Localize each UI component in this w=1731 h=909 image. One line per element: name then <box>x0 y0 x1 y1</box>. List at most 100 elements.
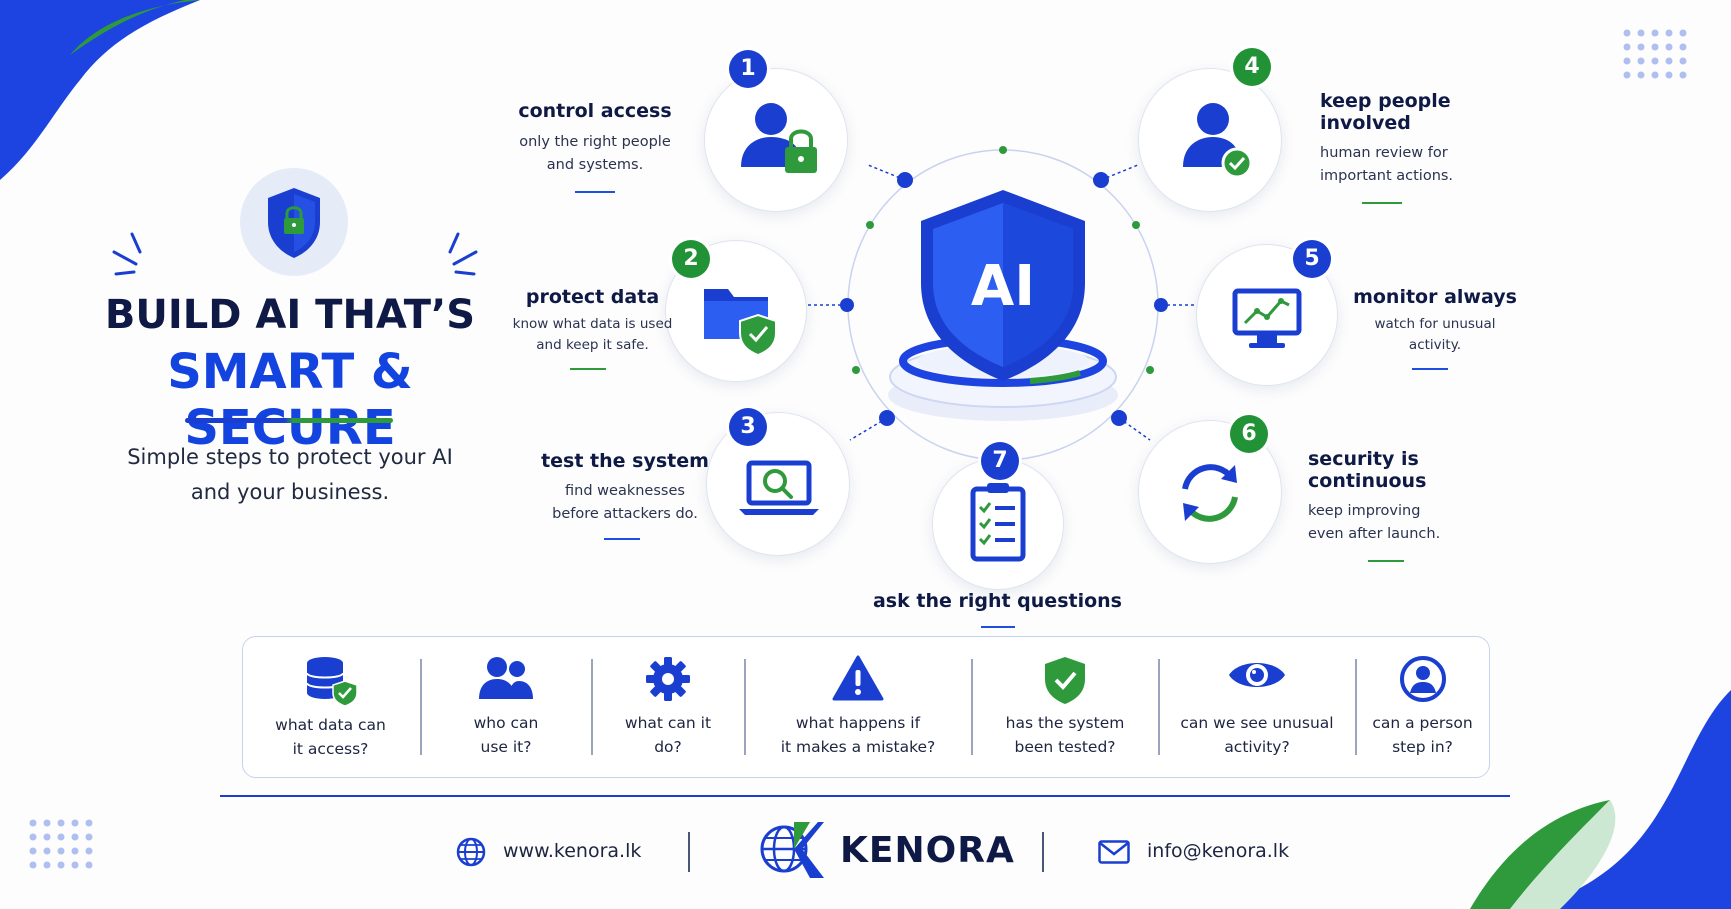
step-6-underline <box>1368 560 1404 562</box>
step-3-badge: 3 <box>729 408 767 446</box>
question-divider <box>1158 659 1160 755</box>
question-divider <box>744 659 746 755</box>
question-divider <box>1355 659 1357 755</box>
step-5-title: monitor always <box>1353 286 1517 308</box>
decor-dot <box>1679 71 1687 79</box>
step-4-underline <box>1362 202 1402 204</box>
sparkle-left-icon <box>112 232 142 276</box>
footer-website-link[interactable]: www.kenora.lk <box>503 840 642 862</box>
decor-dot <box>57 819 65 827</box>
decor-dot <box>57 847 65 855</box>
step-6-title-line2: continuous <box>1308 470 1427 492</box>
decor-dot <box>71 819 79 827</box>
mail-icon <box>1098 840 1130 864</box>
user-check-icon <box>1183 103 1253 179</box>
step-5-desc-line1: watch for unusual <box>1374 316 1496 332</box>
decor-dot <box>1679 43 1687 51</box>
top-left-wave <box>0 0 200 180</box>
decor-dot <box>1651 43 1659 51</box>
step-1-desc-line1: only the right people <box>519 134 671 150</box>
step-2-desc-line1: know what data is used <box>512 316 673 332</box>
lock-shield-icon <box>268 188 320 258</box>
decor-dot <box>71 847 79 855</box>
step-2-text: protect data know what data is used and … <box>505 286 680 370</box>
question-label-6: can we see unusual activity? <box>1180 714 1334 756</box>
step-2-circle <box>665 240 807 382</box>
question-label-1: what data can it access? <box>275 716 386 758</box>
decor-dot <box>1679 29 1687 37</box>
decor-dot <box>1651 57 1659 65</box>
decor-dot <box>1665 29 1673 37</box>
step-4-desc-line2: important actions. <box>1320 168 1454 184</box>
subtitle-line1: Simple steps to protect your AI <box>127 445 453 469</box>
step-4-text: keep people involved human review for im… <box>1320 90 1510 204</box>
decor-dot <box>85 847 93 855</box>
decor-dot <box>57 833 65 841</box>
question-item-unusual-activity: can we see unusual activity? <box>1159 637 1355 777</box>
step-7-underline <box>980 626 1015 628</box>
gear-icon <box>646 657 690 701</box>
step-1-title: control access <box>518 100 672 122</box>
decor-dot <box>29 861 37 869</box>
step-7-badge: 7 <box>981 442 1019 480</box>
users-icon <box>479 657 533 699</box>
monitor-chart-icon <box>1232 288 1302 348</box>
sparkle-right-icon <box>448 232 478 276</box>
step-6-desc-line2: even after launch. <box>1308 526 1441 542</box>
decor-dot <box>1665 57 1673 65</box>
decor-dot <box>1637 29 1645 37</box>
footer-separator <box>1042 832 1044 872</box>
step-2-badge: 2 <box>672 240 710 278</box>
step-1-underline <box>575 191 615 193</box>
step-3-desc-line1: find weaknesses <box>565 483 685 499</box>
step-3-underline <box>604 538 640 540</box>
step-7-title: ask the right questions <box>872 590 1122 612</box>
title-underline <box>185 418 393 423</box>
laptop-search-icon <box>739 460 819 515</box>
dot-grid-bottom-left <box>29 819 93 869</box>
decor-dot <box>1637 43 1645 51</box>
step-7-circle <box>932 458 1064 590</box>
step-2-underline <box>570 368 606 370</box>
question-label-3: what can it do? <box>624 714 712 756</box>
globe-icon <box>456 837 486 867</box>
question-item-what-can-it-do: what can it do? <box>592 637 744 777</box>
question-divider <box>971 659 973 755</box>
step-6-badge: 6 <box>1230 415 1268 453</box>
step-1-circle <box>704 68 848 212</box>
step-4-title-line2: involved <box>1320 112 1411 134</box>
decor-dot <box>43 847 51 855</box>
header-shield-badge <box>240 168 348 276</box>
decor-dot <box>29 847 37 855</box>
decor-dot <box>85 861 93 869</box>
eye-icon <box>1229 663 1285 687</box>
decor-dot <box>71 861 79 869</box>
decor-dot <box>1665 71 1673 79</box>
step-7-text: ask the right questions <box>850 590 1145 628</box>
step-3-title: test the system <box>541 450 709 472</box>
decor-dot <box>1637 71 1645 79</box>
person-circle-icon <box>1399 656 1446 702</box>
decor-dot <box>1651 71 1659 79</box>
step-6-desc-line1: keep improving <box>1308 503 1421 519</box>
footer-email-link[interactable]: info@kenora.lk <box>1147 840 1290 862</box>
step-6-title-line1: security is <box>1308 448 1419 470</box>
decor-dot <box>1665 43 1673 51</box>
step-5-badge: 5 <box>1293 240 1331 278</box>
decor-dot <box>43 861 51 869</box>
step-5-desc-line2: activity. <box>1408 337 1462 353</box>
step-3-circle <box>706 412 850 556</box>
decor-dot <box>1679 57 1687 65</box>
decor-dot <box>29 819 37 827</box>
ai-shield-emblem: AI <box>888 190 1118 421</box>
step-6-text: security is continuous keep improving ev… <box>1308 448 1498 562</box>
question-item-person-step-in: can a person step in? <box>1356 637 1489 777</box>
question-divider <box>420 659 422 755</box>
decor-dot <box>1623 29 1631 37</box>
question-label-7: can a person step in? <box>1372 714 1473 756</box>
decor-dot <box>1623 43 1631 51</box>
step-1-text: control access only the right people and… <box>510 100 680 193</box>
question-item-data-access: what data can it access? <box>243 637 418 777</box>
step-1-desc-line2: and systems. <box>546 157 644 173</box>
page-subtitle: Simple steps to protect your AI and your… <box>100 440 480 510</box>
